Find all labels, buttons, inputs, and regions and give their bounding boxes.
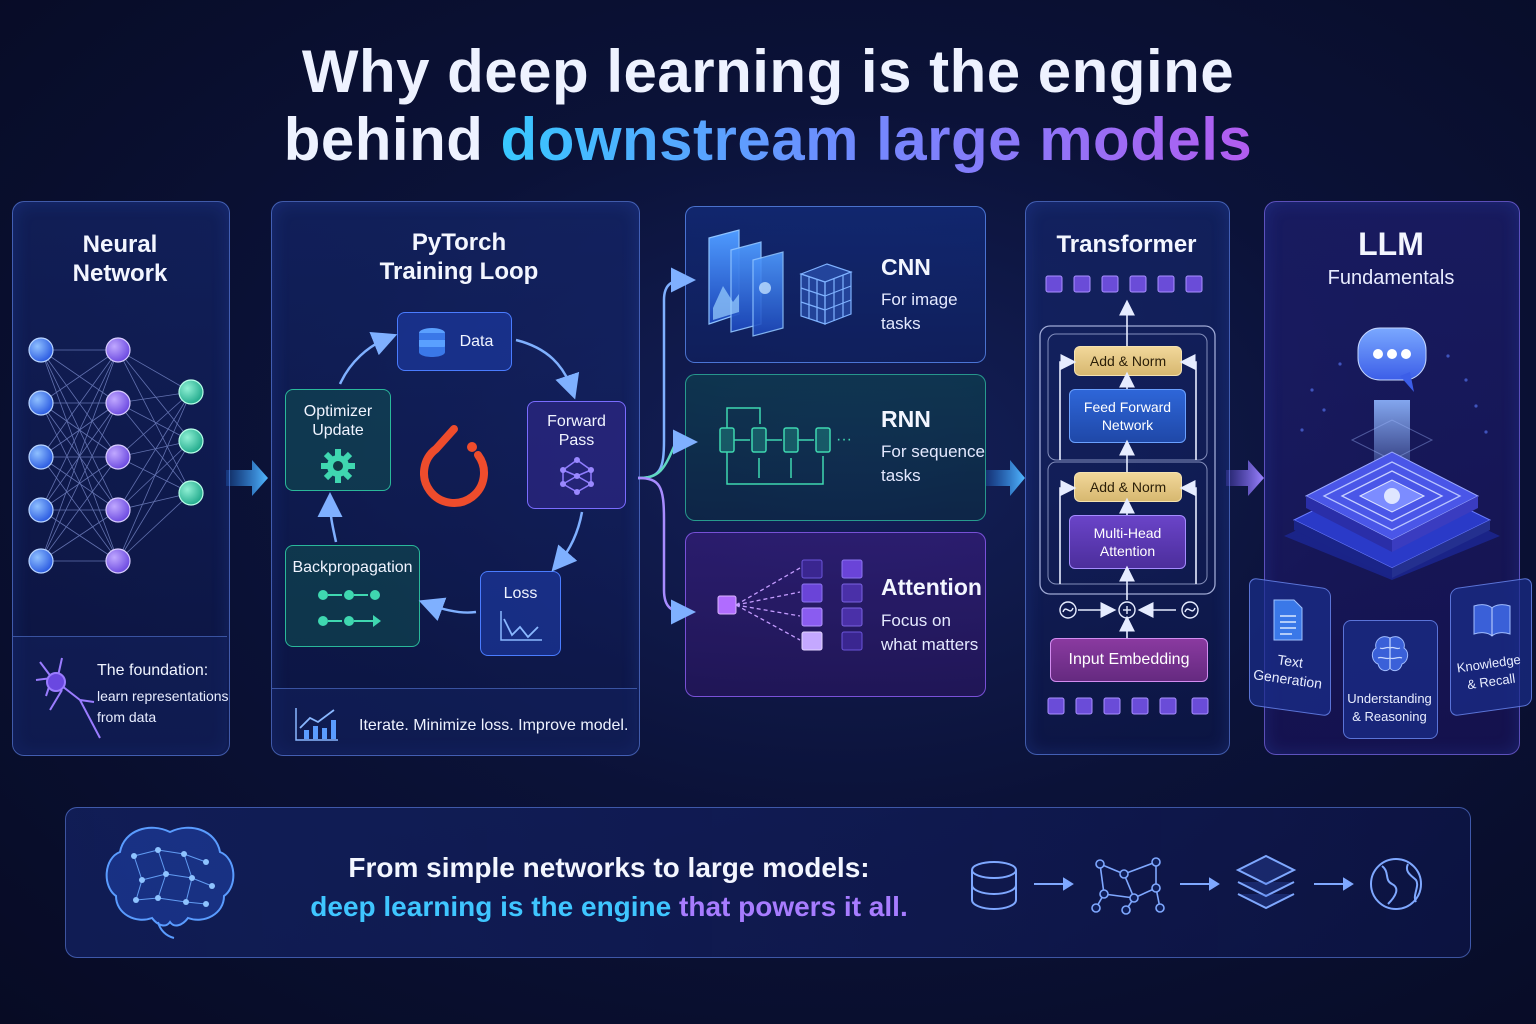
gear-icon <box>321 449 355 483</box>
arrow-nn-to-loop <box>226 460 268 496</box>
llm-subtitle: Fundamentals <box>1327 267 1455 289</box>
forward-pass-label: Forward Pass <box>547 413 606 449</box>
attention-icon <box>717 559 863 651</box>
layers-icon <box>1235 854 1297 910</box>
arrow-transformer-to-llm <box>1226 460 1264 496</box>
backprop-step: Backpropagation <box>285 545 420 647</box>
page-title-line2: behind downstream large models <box>0 110 1536 170</box>
network-graph-icon <box>1091 857 1165 915</box>
network-icon <box>559 457 594 495</box>
svg-text:···: ··· <box>836 431 852 448</box>
arrow-arch-to-transformer <box>986 460 1025 496</box>
cube-grid-icon <box>799 263 853 325</box>
database-icon <box>971 861 1017 911</box>
optimizer-label: Optimizer Update <box>303 403 373 439</box>
document-icon <box>1273 599 1303 641</box>
loss-chart-icon <box>499 611 542 641</box>
backprop-label: Backpropagation <box>292 559 413 576</box>
training-footer-text: Iterate. Minimize loss. Improve model. <box>359 717 629 734</box>
attention-card <box>685 532 986 697</box>
loss-step-label: Loss <box>503 585 538 602</box>
foundation-title: The foundation: <box>97 662 209 679</box>
llm-title: LLM <box>1358 226 1424 262</box>
training-loop-title: PyTorch Training Loop <box>379 229 539 285</box>
chart-icon <box>295 708 338 741</box>
loss-step: Loss <box>480 571 561 656</box>
data-step: Data <box>397 312 512 371</box>
multi-head-attention-box: Multi-Head Attention <box>1069 515 1186 569</box>
book-icon <box>1473 604 1511 637</box>
bottom-banner <box>65 807 1471 958</box>
rnn-sequence-icon: ··· <box>719 407 852 485</box>
forward-pass-step: Forward Pass <box>527 401 626 509</box>
attention-desc: Focus on what matters <box>881 611 979 654</box>
page-title-line1: Why deep learning is the engine <box>301 38 1235 105</box>
rnn-card <box>685 374 986 521</box>
add-norm-top: Add & Norm <box>1074 346 1182 376</box>
knowledge-card <box>1450 577 1532 717</box>
title-highlight: downstream large models <box>500 106 1253 173</box>
banner-flow-icons <box>971 854 1422 915</box>
brain-network-icon <box>105 826 235 939</box>
database-icon <box>418 327 445 357</box>
branch-connectors <box>637 267 698 625</box>
understanding-label: Understanding & Reasoning <box>1347 691 1432 724</box>
training-footer <box>272 688 637 754</box>
brain-icon <box>1371 636 1409 672</box>
add-norm-bottom: Add & Norm <box>1074 472 1182 502</box>
foundation-text: learn representations from data <box>97 688 229 725</box>
rnn-desc: For sequence tasks <box>881 442 985 485</box>
optimizer-step: Optimizer Update <box>285 389 391 491</box>
banner-line2-b: that powers it all. <box>679 891 908 922</box>
title-plain: behind <box>283 106 501 173</box>
data-step-label: Data <box>459 333 494 350</box>
chat-bubble-icon <box>1357 327 1427 392</box>
banner-line2-a: deep learning is the engine <box>310 891 680 922</box>
images-icon <box>708 229 853 337</box>
globe-icon <box>1370 858 1422 910</box>
input-embedding-box: Input Embedding <box>1050 638 1208 682</box>
pipeline-icon <box>317 590 381 627</box>
attention-title: Attention <box>881 574 982 600</box>
cnn-desc: For image tasks <box>881 290 958 333</box>
neural-network-title: Neural Network <box>72 231 168 287</box>
banner-line1: From simple networks to large models: <box>348 852 870 883</box>
banner-line2: deep learning is the engine that powers … <box>284 891 934 923</box>
pytorch-logo <box>420 425 488 507</box>
transformer-title: Transformer <box>1056 231 1197 258</box>
cnn-title: CNN <box>881 254 931 280</box>
feed-forward-box: Feed Forward Network <box>1069 389 1186 443</box>
llm-chip-illustration <box>1284 327 1500 580</box>
rnn-title: RNN <box>881 406 931 432</box>
